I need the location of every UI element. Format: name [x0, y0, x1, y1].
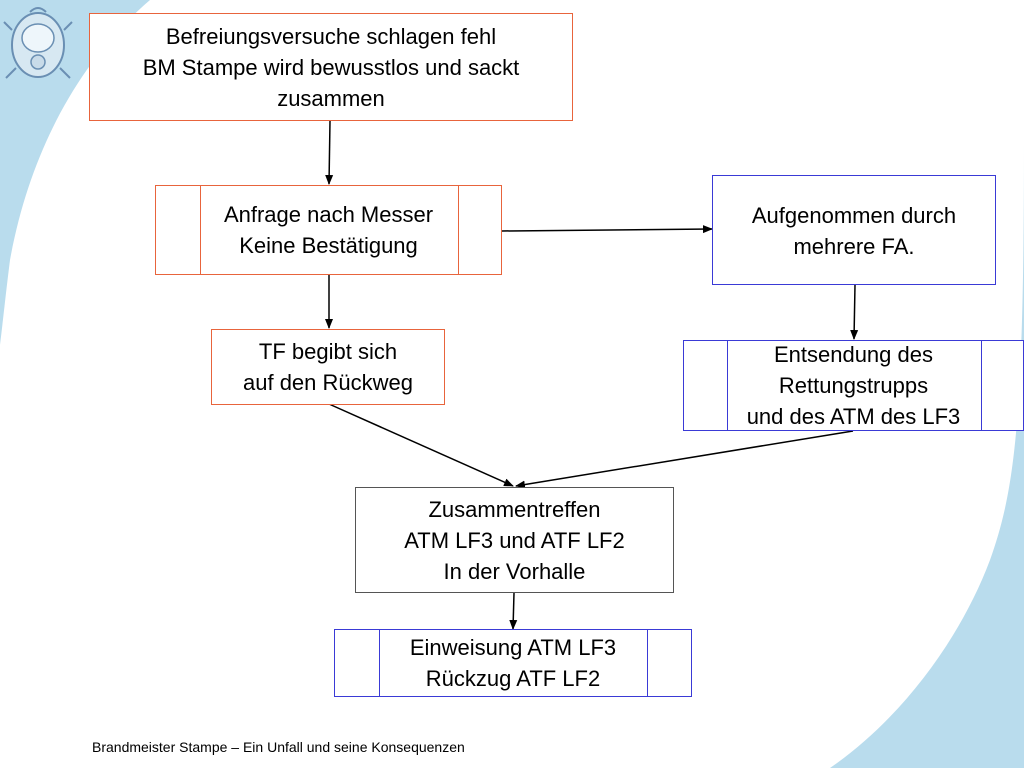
box-aufgenommen: Aufgenommen durch mehrere FA.: [712, 175, 996, 285]
box-divider: [647, 630, 648, 696]
text-line: Rückzug ATF LF2: [425, 666, 601, 691]
box-divider: [200, 186, 201, 274]
text-line: Aufgenommen durch: [751, 203, 957, 228]
box-einweisung-text: Einweisung ATM LF3 Rückzug ATF LF2: [410, 632, 616, 694]
box-einweisung: Einweisung ATM LF3 Rückzug ATF LF2: [334, 629, 692, 697]
text-line: und des ATM des LF3: [746, 404, 961, 429]
text-line: TF begibt sich: [258, 339, 398, 364]
box-zusammentreffen-text: Zusammentreffen ATM LF3 und ATF LF2 In d…: [404, 494, 624, 587]
text-line: ATM LF3 und ATF LF2: [404, 527, 625, 553]
text-line: Keine Bestätigung: [239, 233, 418, 258]
box-zusammentreffen: Zusammentreffen ATM LF3 und ATF LF2 In d…: [355, 487, 674, 593]
text-line: Rettungstrupps: [778, 373, 929, 398]
box-anfrage: Anfrage nach Messer Keine Bestätigung: [155, 185, 502, 275]
box-divider: [458, 186, 459, 274]
breathing-mask-icon: [3, 7, 73, 79]
text-line: Anfrage nach Messer: [223, 202, 434, 227]
text-line: zusammen: [277, 85, 385, 111]
text-line: Befreiungsversuche schlagen fehl: [165, 23, 497, 49]
box-befreiungsversuche-text: Befreiungsversuche schlagen fehl BM Stam…: [143, 21, 520, 114]
box-tf-rueckweg-text: TF begibt sich auf den Rückweg: [243, 336, 413, 398]
text-line: Zusammentreffen: [428, 496, 601, 522]
slide-footer: Brandmeister Stampe – Ein Unfall und sei…: [92, 739, 465, 755]
text-line: Einweisung ATM LF3: [409, 635, 617, 660]
box-entsendung: Entsendung des Rettungstrupps und des AT…: [683, 340, 1024, 431]
text-line: Entsendung des: [773, 342, 933, 367]
text-line: mehrere FA.: [793, 234, 915, 259]
box-divider: [981, 341, 982, 430]
box-aufgenommen-text: Aufgenommen durch mehrere FA.: [752, 200, 956, 262]
text-line: In der Vorhalle: [443, 558, 586, 584]
box-befreiungsversuche: Befreiungsversuche schlagen fehl BM Stam…: [89, 13, 573, 121]
text-line: auf den Rückweg: [243, 370, 413, 395]
box-divider: [379, 630, 380, 696]
box-divider: [727, 341, 728, 430]
box-anfrage-text: Anfrage nach Messer Keine Bestätigung: [224, 199, 433, 261]
box-entsendung-text: Entsendung des Rettungstrupps und des AT…: [747, 339, 961, 432]
box-tf-rueckweg: TF begibt sich auf den Rückweg: [211, 329, 445, 405]
text-line: BM Stampe wird bewusstlos und sackt: [142, 54, 520, 80]
